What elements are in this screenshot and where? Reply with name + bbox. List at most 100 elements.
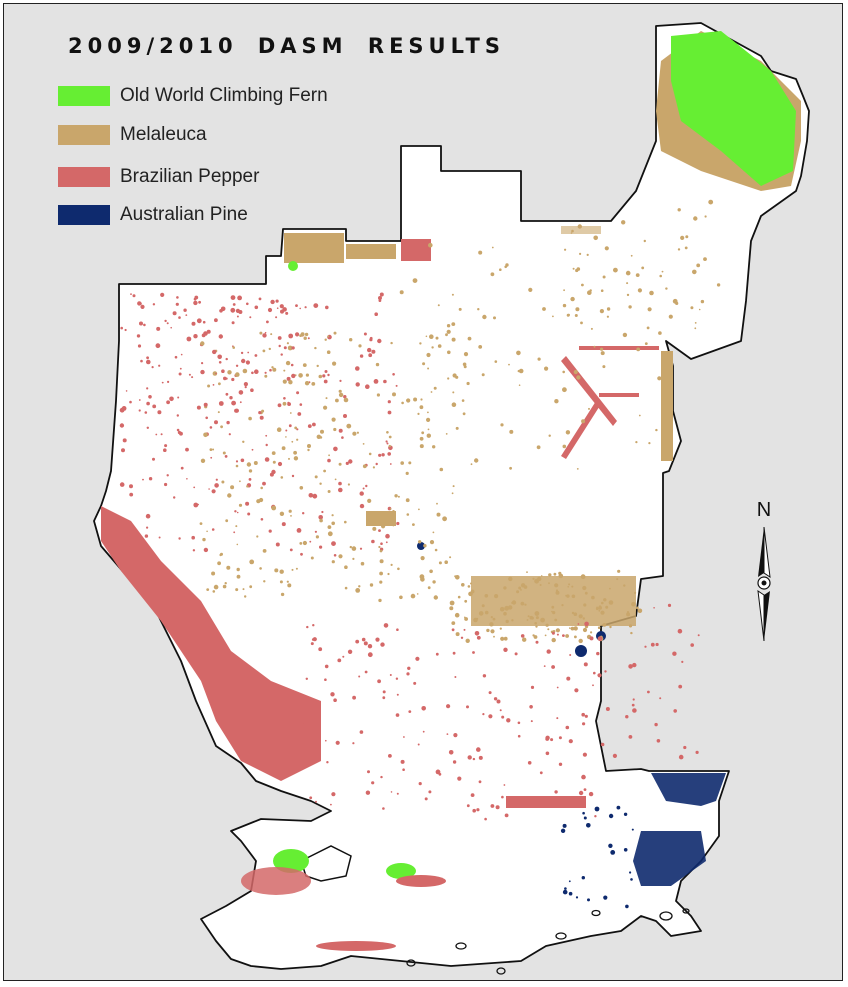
infestation-dot (367, 347, 372, 353)
infestation-dot (285, 429, 288, 432)
infestation-dot (608, 843, 613, 848)
infestation-dot (574, 314, 578, 317)
infestation-dot (262, 349, 266, 353)
infestation-dot (151, 366, 154, 369)
infestation-dot (436, 502, 438, 505)
infestation-dot (179, 367, 182, 370)
legend-swatch (58, 86, 110, 106)
infestation-dot (259, 497, 264, 503)
infestation-dot (429, 540, 435, 545)
pine-patch (651, 773, 726, 806)
infestation-dot (578, 790, 584, 796)
infestation-dot (327, 531, 333, 537)
infestation-dot (193, 300, 198, 306)
infestation-dot (323, 379, 328, 384)
infestation-dot (567, 586, 569, 588)
infestation-dot (452, 485, 455, 488)
infestation-dot (309, 796, 313, 800)
infestation-dot (500, 636, 505, 641)
infestation-dot (551, 605, 555, 609)
fern-patch (288, 261, 298, 271)
infestation-dot (310, 642, 314, 646)
infestation-dot (395, 677, 399, 680)
infestation-dot (629, 871, 632, 874)
infestation-dot (236, 315, 239, 318)
infestation-dot (230, 295, 236, 300)
infestation-dot (247, 512, 251, 516)
infestation-dot (205, 416, 208, 420)
infestation-dot (419, 405, 424, 410)
infestation-dot (128, 546, 131, 549)
infestation-dot (406, 672, 410, 676)
infestation-dot (337, 658, 342, 663)
pepper-patch (599, 393, 639, 397)
infestation-dot (573, 612, 578, 616)
infestation-dot (272, 460, 276, 464)
infestation-dot (194, 295, 199, 300)
infestation-dot (623, 848, 628, 852)
pine-patch (633, 831, 706, 886)
infestation-dot (616, 805, 621, 810)
infestation-dot (684, 246, 688, 250)
infestation-dot (176, 428, 180, 432)
infestation-dot (536, 445, 541, 450)
infestation-dot (139, 302, 142, 305)
infestation-dot (239, 480, 241, 483)
infestation-dot (183, 308, 187, 312)
infestation-dot (369, 338, 373, 342)
melaleuca-patch (284, 233, 344, 263)
infestation-dot (365, 484, 368, 488)
infestation-dot (283, 346, 287, 350)
infestation-dot (608, 600, 614, 605)
islet (591, 909, 601, 917)
infestation-dot (576, 375, 581, 380)
infestation-dot (500, 423, 504, 427)
infestation-dot (427, 586, 431, 590)
infestation-dot (146, 526, 149, 529)
infestation-dot (396, 693, 399, 696)
infestation-dot (295, 567, 298, 570)
infestation-dot (657, 376, 662, 381)
infestation-dot (185, 447, 189, 452)
infestation-dot (637, 608, 643, 614)
infestation-dot (176, 414, 179, 417)
infestation-dot (294, 426, 298, 430)
infestation-dot (271, 451, 276, 455)
infestation-dot (180, 466, 184, 470)
infestation-dot (452, 651, 456, 655)
infestation-dot (214, 318, 218, 323)
old-world-climbing-fern-layer (235, 31, 796, 879)
infestation-dot (532, 577, 535, 580)
infestation-dot (582, 585, 587, 591)
infestation-dot (582, 722, 586, 726)
infestation-dot (408, 461, 412, 465)
infestation-dot (132, 294, 136, 298)
infestation-dot (218, 361, 222, 364)
infestation-dot (289, 548, 293, 552)
infestation-dot (377, 679, 381, 684)
infestation-dot (379, 559, 384, 564)
infestation-dot (454, 612, 460, 618)
infestation-dot (225, 519, 229, 523)
infestation-dot (594, 806, 600, 812)
infestation-dot (603, 598, 607, 602)
infestation-dot (338, 487, 343, 493)
infestation-dot (314, 530, 317, 533)
infestation-dot (644, 645, 647, 648)
infestation-dot (568, 880, 571, 883)
infestation-dot (316, 364, 319, 368)
infestation-dot (438, 561, 442, 565)
infestation-dot (551, 665, 555, 669)
infestation-dot (604, 246, 609, 251)
infestation-dot (632, 708, 637, 713)
infestation-dot (287, 402, 291, 406)
islet (455, 942, 467, 950)
infestation-dot (573, 626, 578, 631)
infestation-dot (422, 362, 426, 366)
infestation-dot (299, 542, 303, 545)
infestation-dot (556, 717, 559, 720)
infestation-dot (413, 681, 417, 685)
infestation-dot (236, 511, 239, 514)
infestation-dot (330, 803, 332, 806)
infestation-dot (390, 791, 393, 793)
